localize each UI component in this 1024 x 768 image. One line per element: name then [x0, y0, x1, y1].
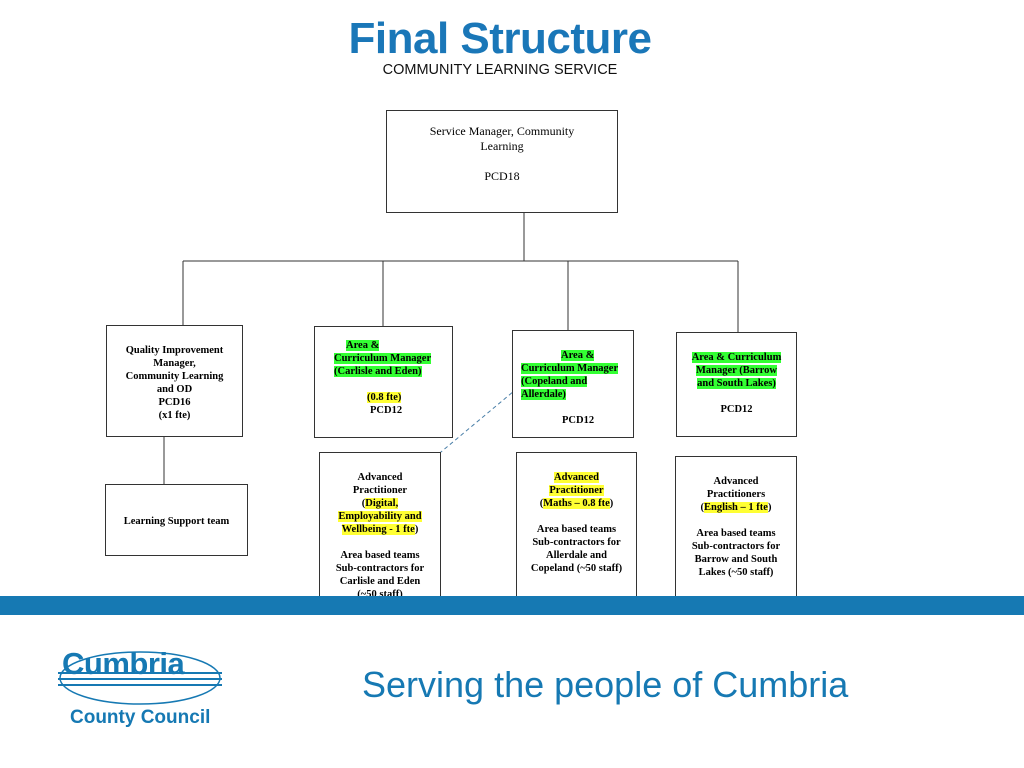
carlisle-line-3: (Carlisle and Eden): [334, 366, 422, 377]
cumbria-logo: Cumbria County Council: [56, 646, 224, 744]
carlisle-line-2: Curriculum Manager: [334, 353, 432, 364]
service-manager-line-1: Service Manager, Community: [429, 124, 575, 138]
carlisle-grade: PCD12: [370, 405, 403, 416]
quality-line-2: Manager,: [153, 358, 196, 369]
quality-fte: (x1 fte): [158, 410, 191, 421]
adv-carlisle-paren-open: (: [361, 498, 366, 509]
learning-support-box: Learning Support team: [105, 484, 248, 556]
quality-line-4: and OD: [156, 384, 193, 395]
logo-council-text: County Council: [70, 707, 211, 728]
adv-barrow-paren-close: ): [767, 502, 772, 513]
carlisle-fte: (0.8 fte): [367, 392, 402, 403]
adv-barrow-line-1: Advanced: [713, 476, 759, 487]
adv-allerdale-subcontractors: Sub-contractors for: [532, 537, 621, 548]
barrow-grade: PCD12: [720, 404, 753, 415]
adv-carlisle-fte: Wellbeing - 1 fte: [341, 524, 415, 535]
adv-carlisle-teams: Area based teams: [340, 550, 420, 561]
quality-grade: PCD16: [158, 397, 191, 408]
adv-barrow-paren-open: (: [700, 502, 705, 513]
area-manager-carlisle-box: Area & Curriculum Manager (Carlisle and …: [314, 326, 453, 438]
barrow-line-3: and South Lakes): [697, 378, 776, 389]
service-manager-spacer: [387, 154, 617, 169]
learning-support-label: Learning Support team: [123, 516, 230, 527]
advanced-practitioner-carlisle-box: Advanced Practitioner (Digital, Employab…: [319, 452, 441, 609]
logo-wordmark: Cumbria: [62, 646, 185, 681]
adv-barrow-staff: Lakes (~50 staff): [698, 567, 774, 578]
carlisle-line-1: Area &: [346, 340, 380, 351]
adv-allerdale-subject: Maths – 0.8 fte: [543, 498, 610, 509]
quality-manager-box: Quality Improvement Manager, Community L…: [106, 325, 243, 437]
adv-carlisle-area: Carlisle and Eden: [339, 576, 421, 587]
adv-carlisle-line-2: Practitioner: [352, 485, 408, 496]
adv-barrow-subject: English – 1 fte: [704, 502, 768, 513]
copeland-line-3: (Copeland and: [521, 376, 588, 387]
adv-allerdale-staff: Copeland (~50 staff): [530, 563, 623, 574]
logo-graphic: [58, 651, 222, 705]
adv-allerdale-teams: Area based teams: [536, 524, 617, 535]
adv-barrow-area: Barrow and South: [694, 554, 778, 565]
adv-barrow-subcontractors: Sub-contractors for: [691, 541, 781, 552]
adv-allerdale-area: Allerdale and: [546, 550, 607, 561]
advanced-practitioner-allerdale-box: Advanced Practitioner (Maths – 0.8 fte) …: [516, 452, 637, 609]
adv-carlisle-subcontractors: Sub-contractors for: [335, 563, 425, 574]
adv-carlisle-line-1: Advanced: [357, 472, 403, 483]
service-manager-line-2: Learning: [480, 139, 524, 153]
quality-line-1: Quality Improvement: [125, 345, 224, 356]
copeland-grade: PCD12: [562, 415, 595, 426]
adv-carlisle-line-4: Employability and: [338, 511, 422, 522]
adv-carlisle-staff: (~50 staff): [357, 589, 403, 600]
area-manager-copeland-box: Area & Curriculum Manager (Copeland and …: [512, 330, 634, 438]
footer-tagline: Serving the people of Cumbria: [362, 664, 849, 705]
barrow-line-2: Manager (Barrow: [696, 365, 777, 376]
service-manager-grade: PCD18: [484, 169, 520, 183]
adv-barrow-line-2: Practitioners: [706, 489, 766, 500]
adv-allerdale-paren-close: ): [609, 498, 614, 509]
adv-carlisle-subject: Digital,: [365, 498, 399, 509]
copeland-line-4: Allerdale): [521, 389, 566, 400]
copeland-line-1: Area &: [561, 350, 595, 361]
area-manager-barrow-box: Area & Curriculum Manager (Barrow and So…: [676, 332, 797, 437]
quality-line-3: Community Learning: [125, 371, 224, 382]
copeland-line-2: Curriculum Manager: [521, 363, 619, 374]
adv-allerdale-line-1: Advanced: [554, 472, 599, 483]
advanced-practitioner-barrow-box: Advanced Practitioners (English – 1 fte)…: [675, 456, 797, 603]
footer-band: [0, 596, 1024, 615]
service-manager-box: Service Manager, Community Learning PCD1…: [386, 110, 618, 213]
barrow-line-1: Area & Curriculum: [691, 352, 782, 363]
adv-allerdale-line-2: Practitioner: [549, 485, 604, 496]
adv-barrow-teams: Area based teams: [696, 528, 776, 539]
adv-carlisle-paren-close: ): [414, 524, 419, 535]
page-subtitle: COMMUNITY LEARNING SERVICE: [382, 62, 618, 78]
page-title: Final Structure: [348, 14, 653, 63]
adv-allerdale-paren-open: (: [539, 498, 544, 509]
